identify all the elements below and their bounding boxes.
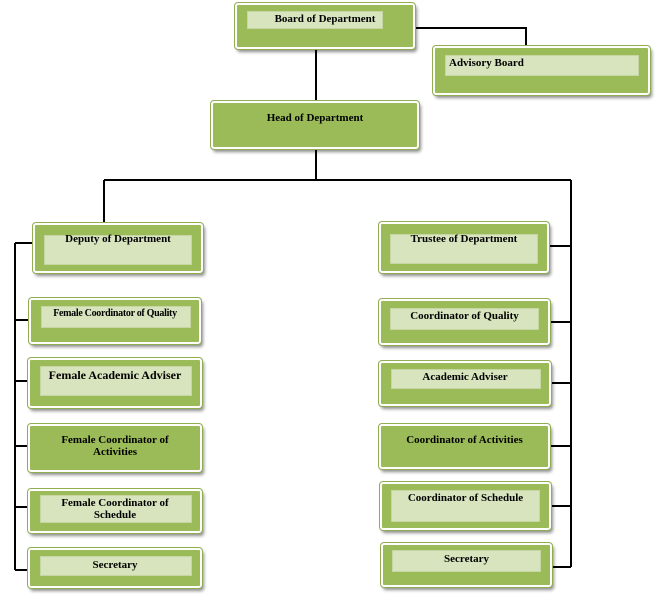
node-label: Coordinator of Activities — [406, 434, 523, 446]
node-label: Secretary — [92, 559, 138, 571]
node-female-coordinator-of-schedule: Female Coordinator of Schedule — [27, 488, 203, 534]
node-coordinator-of-schedule: Coordinator of Schedule — [379, 481, 552, 531]
node-label: Female Coordinator of Quality — [53, 308, 177, 319]
node-label: Deputy of Department — [65, 233, 171, 245]
node-female-secretary: Secretary — [27, 547, 203, 589]
node-label: Coordinator of Quality — [410, 310, 519, 322]
node-label: Female Coordinator of Schedule — [61, 497, 169, 521]
node-deputy-of-department: Deputy of Department — [32, 222, 204, 274]
node-academic-adviser: Academic Adviser — [378, 360, 552, 407]
node-label: Trustee of Department — [410, 233, 518, 245]
node-label: Female Coordinator of Activities — [61, 434, 169, 458]
node-female-academic-adviser: Female Academic Adviser — [27, 357, 203, 409]
node-label: Board of Department — [274, 13, 376, 25]
node-head-of-department: Head of Department — [210, 100, 420, 150]
node-label: Coordinator of Schedule — [407, 492, 524, 504]
node-label: Secretary — [444, 553, 489, 565]
node-label: Head of Department — [266, 112, 364, 124]
node-female-coordinator-of-quality: Female Coordinator of Quality — [28, 297, 202, 345]
node-label: Advisory Board — [449, 57, 524, 69]
node-female-coordinator-of-activities: Female Coordinator of Activities — [27, 423, 203, 473]
node-coordinator-of-activities: Coordinator of Activities — [378, 423, 551, 470]
node-board-of-department: Board of Department — [234, 2, 416, 50]
node-secretary: Secretary — [380, 542, 553, 588]
node-advisory-board: Advisory Board — [432, 45, 651, 96]
connector-board-advisory — [416, 27, 527, 47]
node-coordinator-of-quality: Coordinator of Quality — [378, 298, 551, 346]
node-trustee-of-department: Trustee of Department — [378, 221, 550, 274]
node-label: Female Academic Adviser — [48, 368, 182, 382]
node-label: Academic Adviser — [422, 371, 508, 383]
